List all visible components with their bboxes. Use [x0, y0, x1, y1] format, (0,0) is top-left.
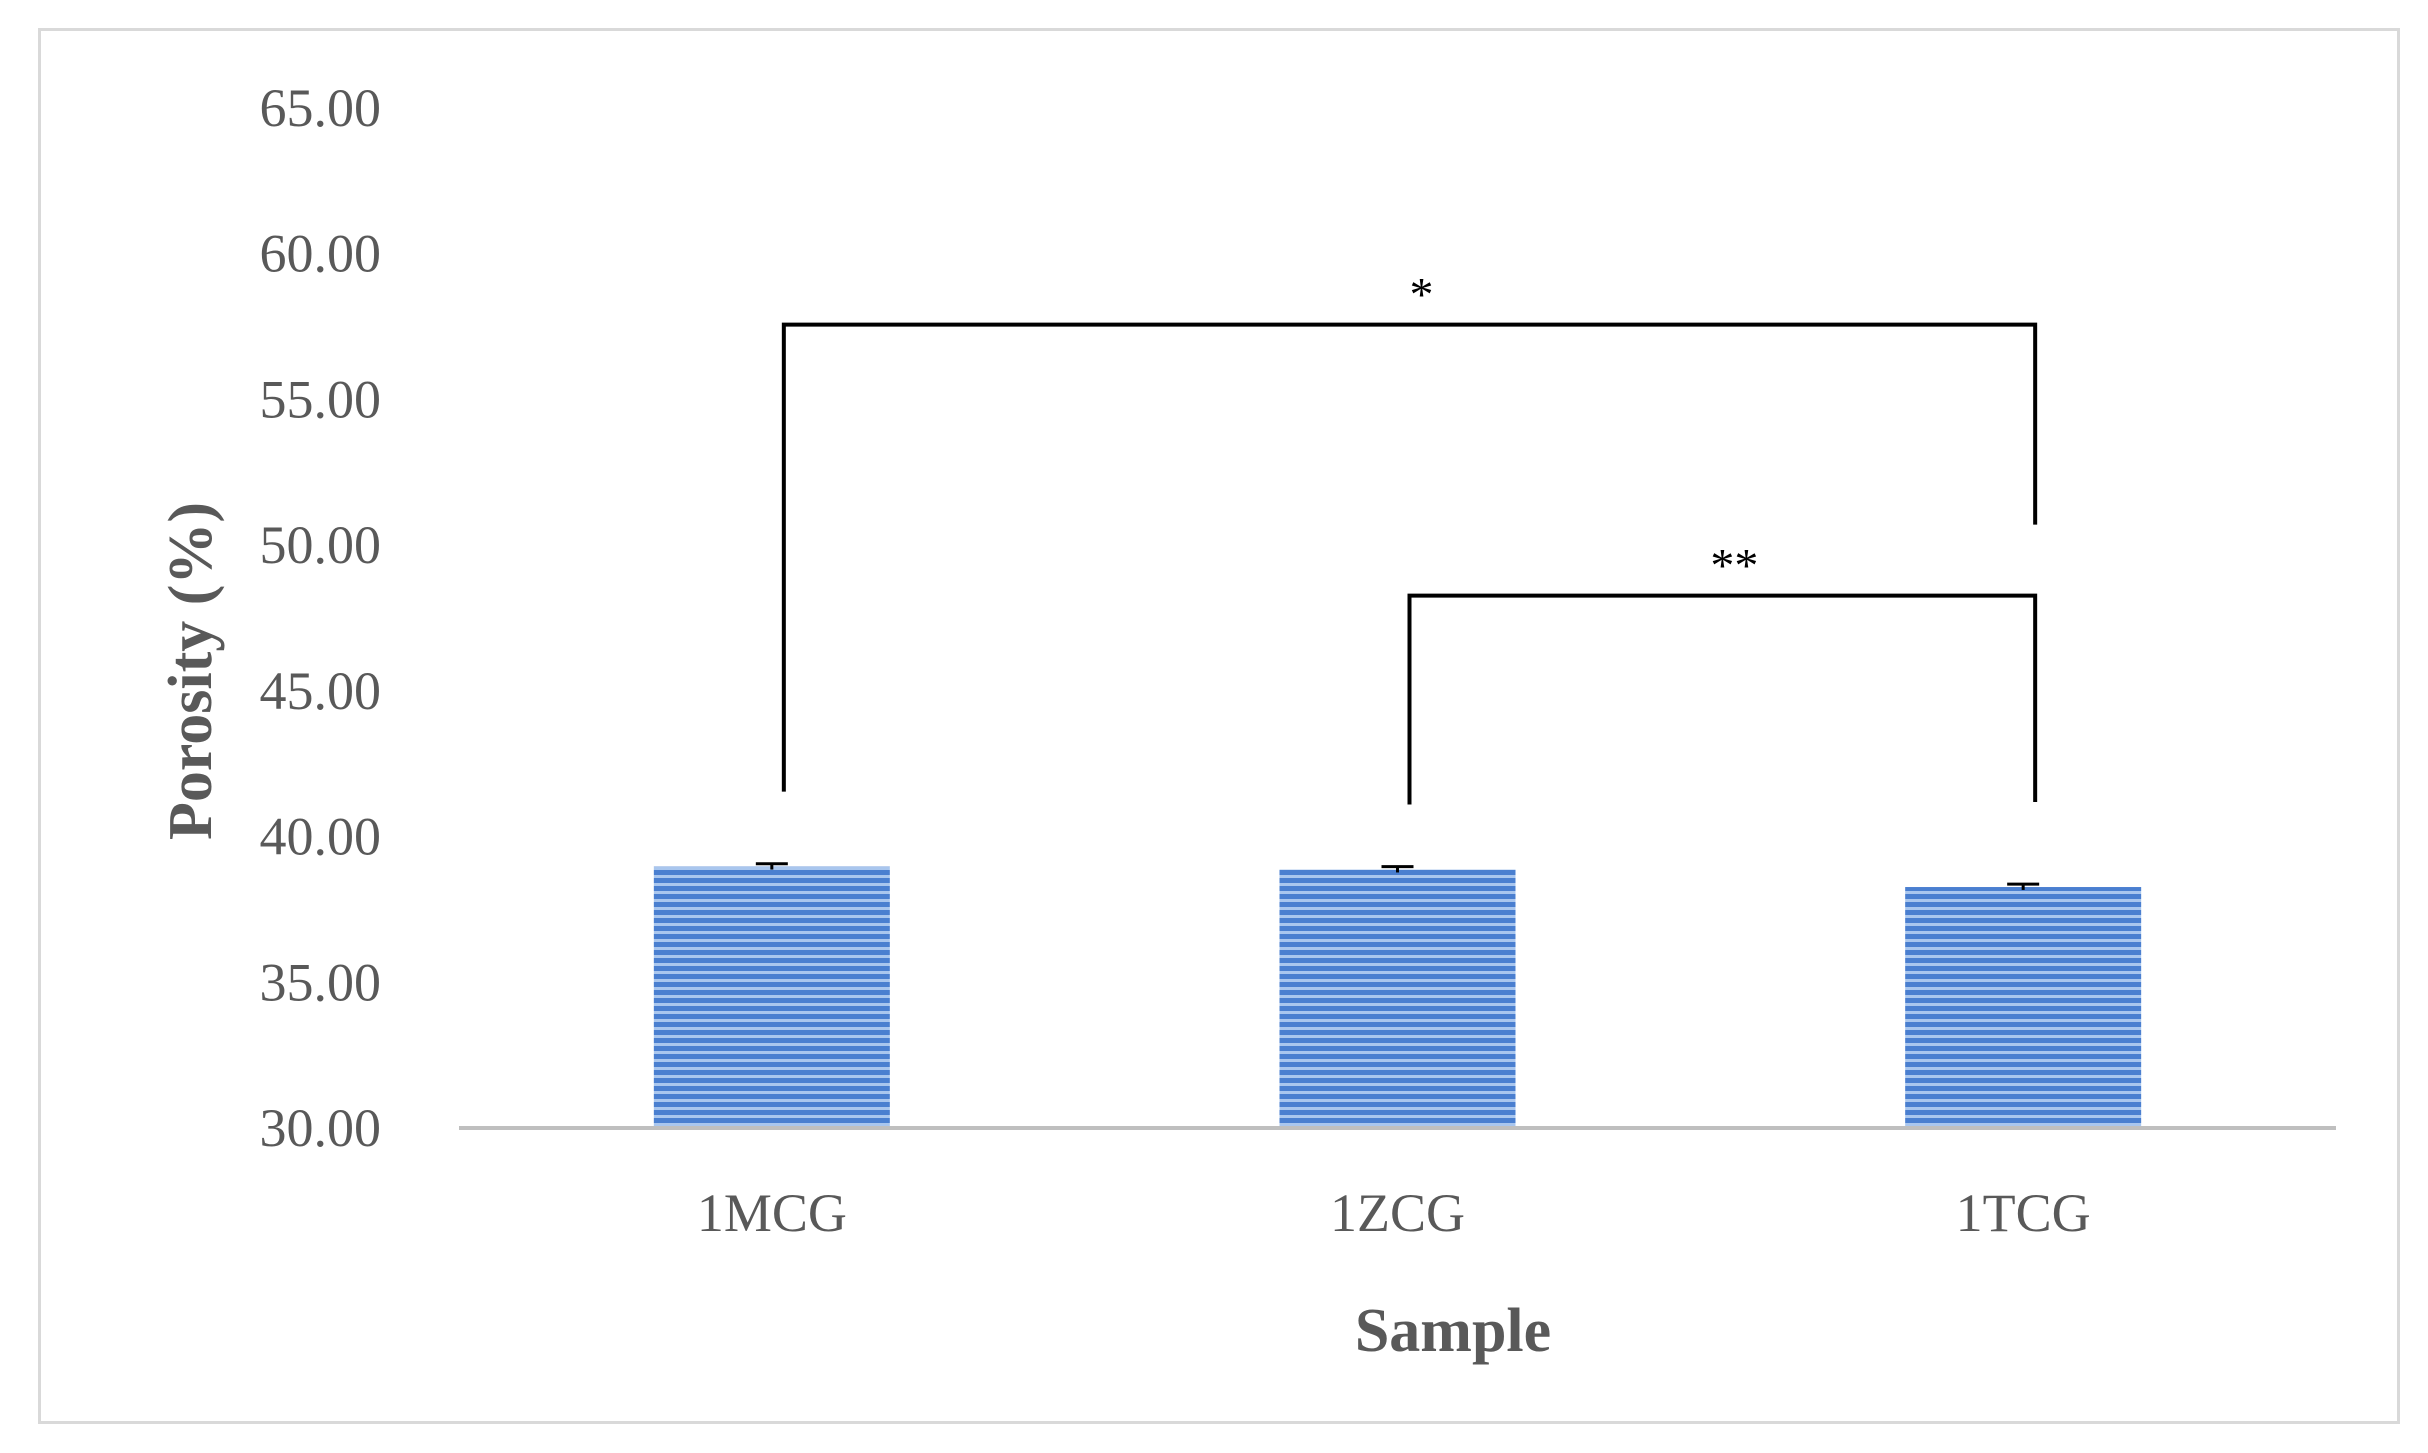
bars — [653, 866, 2142, 1126]
y-tick-label: 65.00 — [260, 78, 382, 138]
y-tick-label: 55.00 — [260, 369, 382, 429]
significance-brackets: *** — [781, 269, 2038, 805]
y-tick-label: 45.00 — [260, 661, 382, 721]
significance-label: ** — [1710, 540, 1758, 593]
y-tick-label: 60.00 — [260, 224, 382, 284]
x-tick-label: 1MCG — [697, 1183, 847, 1243]
bracket-line — [781, 322, 2038, 792]
chart-frame: 30.00 35.00 40.00 45.00 50.00 55.00 60.00 65.00… — [38, 28, 2400, 1424]
y-tick-label: 30.00 — [260, 1098, 382, 1158]
error-bar — [2007, 882, 2040, 890]
x-axis-tick-labels: 1MCG 1ZCG 1TCG — [697, 1183, 2091, 1243]
x-tick-label: 1TCG — [1956, 1183, 2091, 1243]
error-bar — [1381, 865, 1414, 873]
error-bar — [755, 862, 788, 870]
y-axis-label: Porosity (%) — [157, 502, 225, 840]
bar-1tcg — [1905, 887, 2142, 1126]
y-tick-label: 35.00 — [260, 952, 382, 1012]
x-tick-label: 1ZCG — [1330, 1183, 1465, 1243]
bar-chart: 30.00 35.00 40.00 45.00 50.00 55.00 60.00 65.00… — [157, 78, 2336, 1365]
significance-bracket: ** — [1407, 540, 2038, 805]
bar-1zcg — [1279, 869, 1516, 1126]
y-tick-label: 40.00 — [260, 807, 382, 867]
x-axis-label: Sample — [1355, 1297, 1551, 1365]
significance-label: * — [1410, 269, 1434, 322]
y-axis-tick-labels: 30.00 35.00 40.00 45.00 50.00 55.00 60.00 65.00 — [260, 78, 382, 1158]
bar-1mcg — [653, 866, 890, 1126]
significance-bracket: * — [781, 269, 2038, 792]
error-bars — [755, 862, 2040, 890]
y-tick-label: 50.00 — [260, 515, 382, 575]
bracket-line — [1407, 593, 2038, 805]
